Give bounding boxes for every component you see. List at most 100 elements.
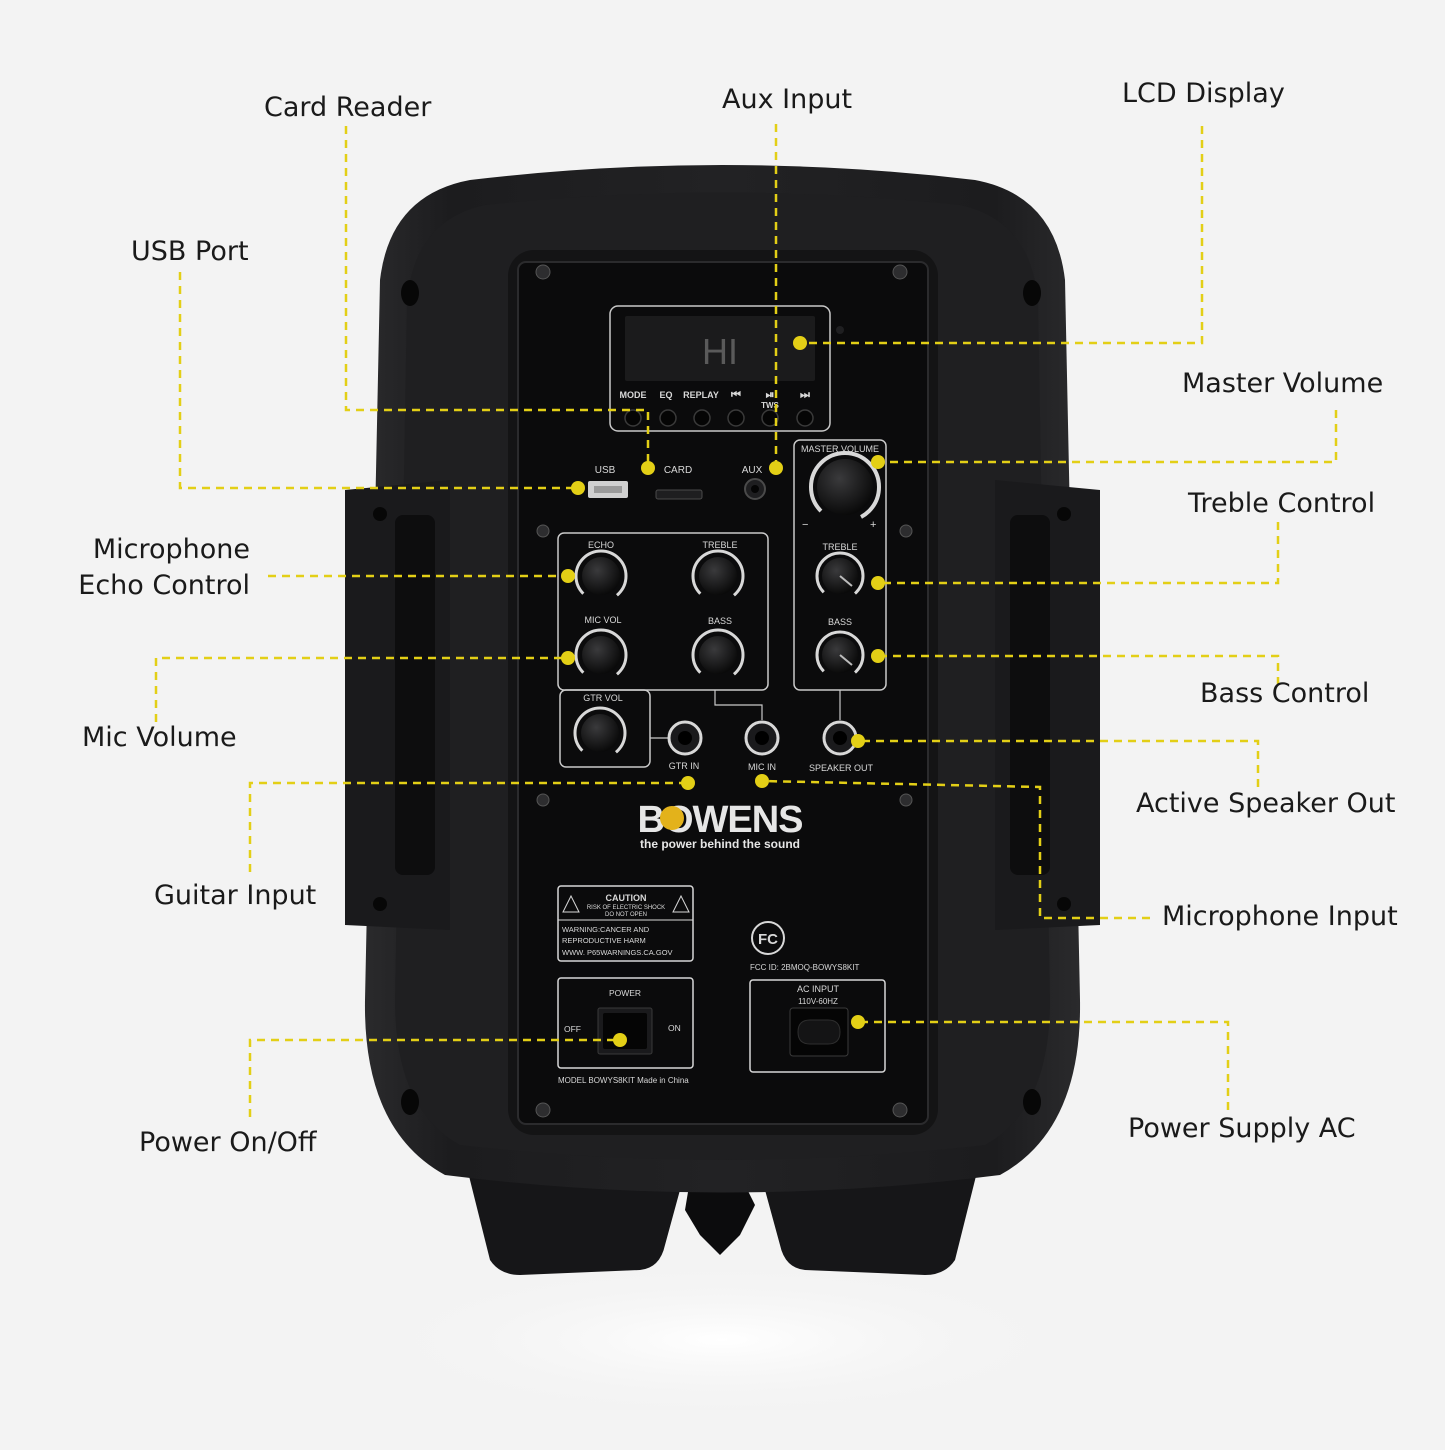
master-treble-knob-group (815, 551, 865, 601)
mic-section-frame (557, 532, 769, 691)
off-label: OFF (564, 1024, 581, 1034)
mic-echo-line1: Microphone (92, 534, 250, 565)
ac-rating-label: 110V-60HZ (798, 997, 838, 1006)
echo-label: ECHO (588, 540, 614, 550)
guitar-input-dot (681, 776, 695, 790)
bass-knob-group (691, 628, 745, 682)
usb-port-leader (178, 272, 578, 490)
card-reader-callout: Card Reader (264, 92, 432, 123)
mic-in-jack-hole (755, 731, 769, 745)
master-treble-pointer (839, 575, 853, 587)
fcc-logo-text: FC (758, 931, 778, 948)
bass-control-dot (871, 649, 885, 663)
treble-knob[interactable] (699, 557, 737, 595)
power-leader (248, 1038, 620, 1117)
ac-socket-face (797, 1019, 841, 1045)
power-on-off-callout: Power On/Off (139, 1127, 317, 1158)
caution-line1: RISK OF ELECTRIC SHOCK (587, 905, 665, 911)
card-reader-dot (641, 461, 655, 475)
next-track-button[interactable] (796, 409, 814, 427)
treble-scale (691, 549, 745, 603)
prev-label: ⏮ (731, 389, 741, 401)
mode-button[interactable] (624, 409, 642, 427)
power-box (557, 977, 694, 1069)
treble-control-callout: Treble Control (1188, 488, 1376, 519)
mic-echo-line2: Echo Control (78, 570, 250, 601)
lcd-display-callout: LCD Display (1122, 78, 1285, 109)
bass-scale (691, 628, 745, 682)
gtr-in-label: GTR IN (669, 761, 700, 771)
replay-label: REPLAY (683, 390, 719, 400)
aux-input-dot (769, 461, 783, 475)
fcc-id: FCC ID: 2BMOQ-BOWYS8KIT (750, 963, 859, 972)
warning-line2: REPRODUCTIVE HARM (562, 936, 646, 945)
mode-label: MODE (620, 390, 647, 400)
echo-scale (574, 549, 628, 603)
gtr-vol-knob[interactable] (581, 714, 619, 752)
treble-control-leader (878, 522, 1280, 585)
aux-input-callout: Aux Input (722, 84, 853, 115)
usb-port-slot (594, 486, 622, 493)
gtr-vol-label: GTR VOL (583, 693, 623, 703)
ir-sensor (836, 326, 844, 334)
eq-button[interactable] (659, 409, 677, 427)
mic-echo-dot (561, 569, 575, 583)
callout-dots (561, 336, 885, 1047)
mic-in-label: MIC IN (748, 762, 776, 772)
master-volume-knob[interactable] (817, 459, 873, 515)
lcd-display-dot (793, 336, 807, 350)
warning-line1: WARNING:CANCER AND (562, 925, 650, 934)
master-volume-callout: Master Volume (1182, 368, 1384, 399)
master-plus: + (870, 519, 876, 531)
master-volume-leader (878, 410, 1338, 464)
card-reader-slot[interactable] (655, 489, 703, 500)
master-bass-scale (815, 630, 865, 680)
power-dot (613, 1033, 627, 1047)
usb-port-dot (571, 481, 585, 495)
master-volume-label: MASTER VOLUME (801, 444, 879, 454)
lcd-display (625, 316, 815, 381)
exclamation-warning-icon (672, 894, 690, 913)
jacks (667, 720, 858, 756)
mic-vol-label: MIC VOL (584, 615, 621, 625)
power-supply-ac-callout: Power Supply AC (1128, 1113, 1356, 1144)
active-speaker-out-callout: Active Speaker Out (1136, 788, 1396, 819)
usb-label: USB (595, 465, 616, 476)
speaker-out-jack-hole (833, 731, 847, 745)
mic-routing-line (714, 690, 763, 720)
card-reader-leader (344, 126, 650, 468)
master-bass-pointer (839, 654, 853, 666)
next-label: ⏭ (800, 389, 810, 401)
bass-control-leader (878, 654, 1280, 685)
power-supply-dot (851, 1015, 865, 1029)
model-label: MODEL BOWYS8KIT Made in China (558, 1076, 689, 1085)
treble-label: TREBLE (702, 540, 737, 550)
callout-leaders (154, 124, 1338, 1117)
right-handle-grip (1010, 515, 1050, 875)
bass-label: BASS (708, 616, 732, 626)
brand-logo-dot (660, 806, 684, 830)
echo-knob[interactable] (582, 557, 620, 595)
prev-track-button[interactable] (727, 409, 745, 427)
echo-knob-group (574, 549, 628, 603)
mic-vol-scale (574, 628, 628, 682)
play-pause-button[interactable] (761, 409, 779, 427)
master-bass-knob-group (815, 630, 865, 680)
gtr-in-jack-hole (678, 731, 692, 745)
mic-volume-leader (154, 656, 568, 722)
pole-mount-knob (685, 1175, 755, 1255)
caution-line2: DO NOT OPEN (605, 912, 647, 918)
usb-port-callout: USB Port (131, 236, 249, 267)
gtr-section-frame (559, 689, 651, 768)
lcd-module-frame (609, 305, 831, 432)
mic-vol-knob[interactable] (582, 636, 620, 674)
fcc-logo (751, 921, 785, 955)
bass-knob[interactable] (699, 636, 737, 674)
replay-button[interactable] (693, 409, 711, 427)
lcd-button-labels: MODE EQ REPLAY ⏮ ⏯ ⏭ TWS (620, 389, 811, 410)
on-label: ON (668, 1023, 681, 1033)
left-handle-grip (395, 515, 435, 875)
master-bass-label: BASS (828, 617, 852, 627)
mic-echo-callout: Microphone Echo Control (60, 532, 250, 604)
